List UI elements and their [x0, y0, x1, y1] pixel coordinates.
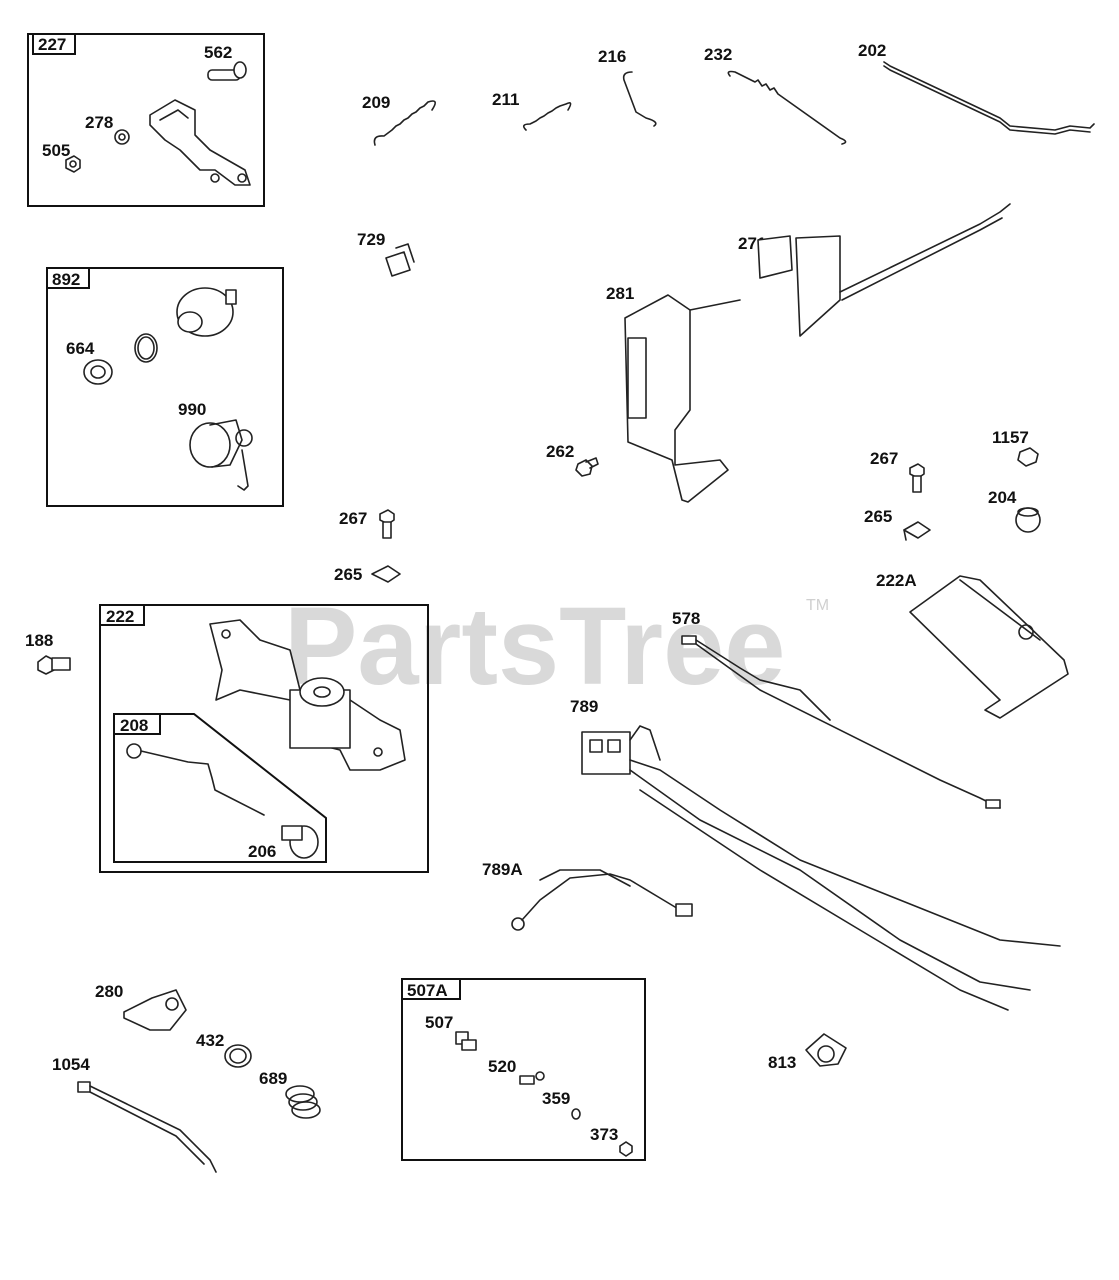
part-278[interactable]: 278	[85, 113, 130, 145]
watermark: PartsTree TM	[284, 585, 829, 708]
part-265[interactable]: 265	[864, 507, 931, 541]
part-206-label: 206	[248, 842, 276, 861]
watermark-tm: TM	[806, 597, 829, 614]
part-206[interactable]: 206	[248, 825, 319, 861]
part-359-label: 359	[542, 1089, 570, 1108]
part-789[interactable]: 789	[570, 697, 1061, 1011]
group-208[interactable]: 208	[113, 713, 327, 863]
part-689[interactable]: 689	[259, 1069, 321, 1119]
part-204-label: 204	[988, 488, 1017, 507]
part-990[interactable]: 990	[178, 400, 253, 491]
part-813-label: 813	[768, 1053, 796, 1072]
part-729-label: 729	[357, 230, 385, 249]
part-281[interactable]: 281	[606, 284, 741, 503]
group-222-label: 222	[106, 607, 134, 626]
part-267b-label: 267	[339, 509, 367, 528]
part-505-label: 505	[42, 141, 70, 160]
part-507-label: 507	[425, 1013, 453, 1032]
part-202[interactable]: 202	[858, 41, 1095, 135]
part-1157[interactable]: 1157	[992, 428, 1039, 467]
part-278-label: 278	[85, 113, 113, 132]
part-216-label: 216	[598, 47, 626, 66]
group-222[interactable]: 222	[99, 604, 429, 873]
group-892-label: 892	[52, 270, 80, 289]
part-729[interactable]: 729	[357, 230, 415, 277]
part-267[interactable]: 267	[870, 449, 925, 493]
part-507[interactable]: 507	[425, 1013, 477, 1051]
part-280-label: 280	[95, 982, 123, 1001]
part-262[interactable]: 262	[546, 442, 599, 477]
part-664[interactable]: 664	[66, 339, 113, 385]
group-507a-label: 507A	[407, 981, 448, 1000]
part-209-label: 209	[362, 93, 390, 112]
part-520[interactable]: 520	[488, 1057, 545, 1085]
part-664-label: 664	[66, 339, 95, 358]
part-1157-label: 1157	[992, 428, 1029, 447]
part-267b[interactable]: 267	[339, 509, 395, 539]
part-359[interactable]: 359	[542, 1089, 581, 1120]
part-280[interactable]: 280	[95, 982, 187, 1031]
group-507a[interactable]: 507A	[401, 978, 646, 1161]
part-578-label: 578	[672, 609, 700, 628]
part-789a[interactable]: 789A	[482, 860, 693, 931]
group-208-label: 208	[120, 716, 148, 735]
part-373[interactable]: 373	[590, 1125, 633, 1157]
part-204[interactable]: 204	[988, 488, 1041, 533]
part-232[interactable]: 232	[704, 45, 847, 145]
part-222-governor	[209, 619, 406, 771]
part-265-label: 265	[864, 507, 892, 526]
part-267-label: 267	[870, 449, 898, 468]
part-373-label: 373	[590, 1125, 618, 1144]
part-789-label: 789	[570, 697, 598, 716]
part-813[interactable]: 813	[768, 1033, 847, 1072]
part-892-switch	[176, 287, 237, 337]
part-211-label: 211	[492, 90, 519, 109]
part-265b-label: 265	[334, 565, 362, 584]
group-227-label: 227	[38, 35, 66, 54]
part-211[interactable]: 211	[492, 90, 572, 131]
part-1054[interactable]: 1054	[52, 1055, 217, 1173]
group-227[interactable]: 227	[27, 33, 265, 207]
group-892[interactable]: 892	[46, 267, 284, 507]
part-216[interactable]: 216	[598, 47, 657, 127]
part-432-label: 432	[196, 1031, 224, 1050]
part-271[interactable]: 271	[738, 203, 1011, 337]
part-562[interactable]: 562	[204, 43, 247, 81]
part-562-label: 562	[204, 43, 232, 62]
part-262-label: 262	[546, 442, 574, 461]
part-227-bracket	[149, 99, 251, 186]
part-281-label: 281	[606, 284, 634, 303]
part-232-label: 232	[704, 45, 732, 64]
part-188[interactable]: 188	[25, 631, 71, 675]
part-209[interactable]: 209	[362, 93, 436, 146]
watermark-text: PartsTree	[284, 585, 785, 708]
part-505[interactable]: 505	[42, 141, 81, 173]
part-208-rod	[126, 743, 265, 816]
part-578[interactable]: 578	[672, 609, 1001, 809]
part-222a[interactable]: 222A	[876, 571, 1069, 719]
part-689-label: 689	[259, 1069, 287, 1088]
part-1054-label: 1054	[52, 1055, 90, 1074]
part-202-label: 202	[858, 41, 886, 60]
part-188-label: 188	[25, 631, 53, 650]
part-222a-label: 222A	[876, 571, 917, 590]
part-789a-label: 789A	[482, 860, 523, 879]
part-892-ring	[134, 333, 158, 363]
part-265b[interactable]: 265	[334, 565, 401, 584]
part-990-label: 990	[178, 400, 206, 419]
part-520-label: 520	[488, 1057, 516, 1076]
part-432[interactable]: 432	[196, 1031, 252, 1068]
